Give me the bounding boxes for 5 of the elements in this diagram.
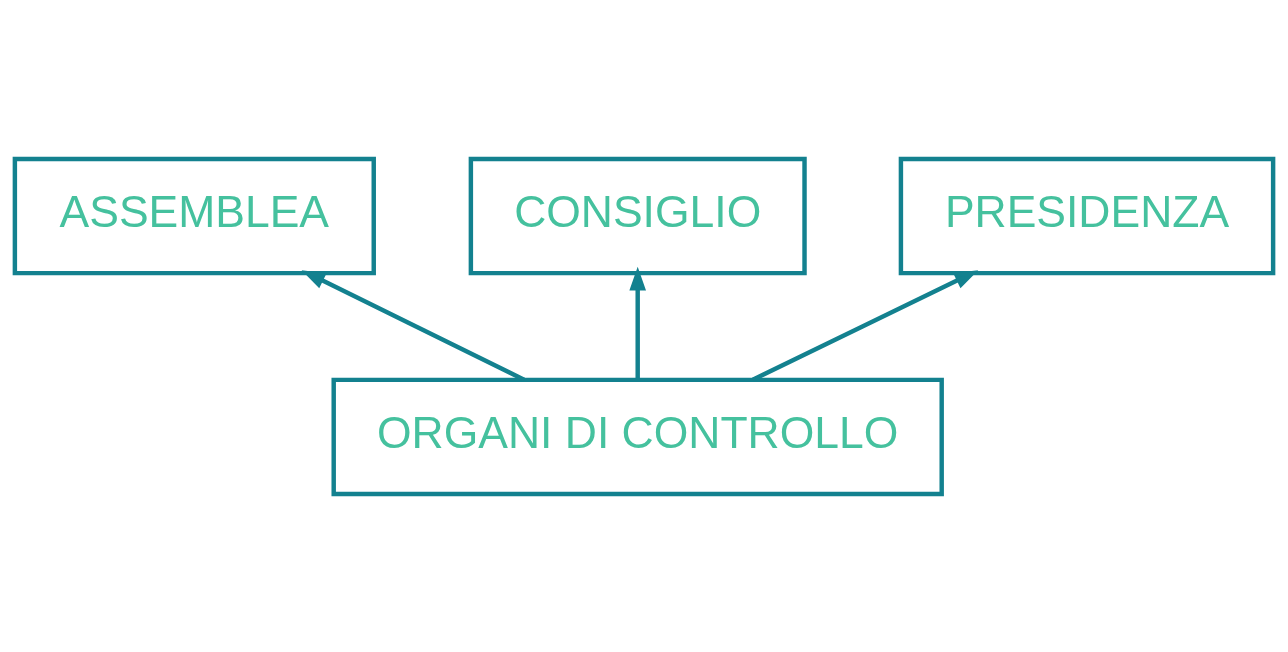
node-box: ORGANI DI CONTROLLO	[331, 377, 944, 496]
node-box: PRESIDENZA	[898, 156, 1276, 275]
arrow	[629, 266, 647, 379]
node-box: CONSIGLIO	[468, 156, 807, 275]
node-box: ASSEMBLEA	[12, 156, 376, 275]
